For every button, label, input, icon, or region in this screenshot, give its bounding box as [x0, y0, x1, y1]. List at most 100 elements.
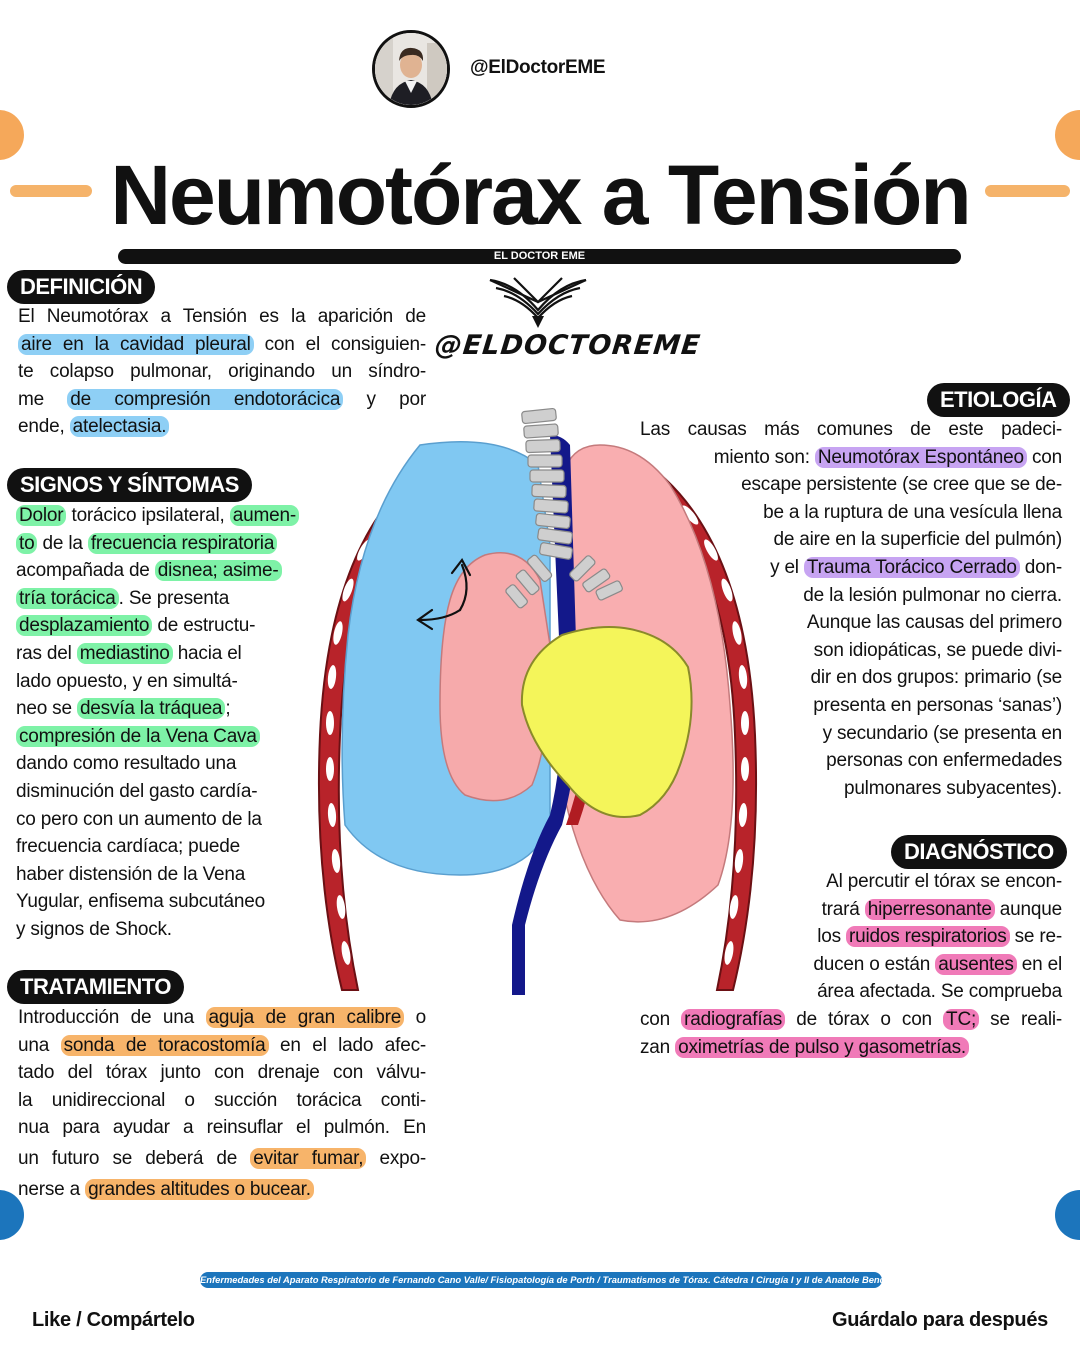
- vena-cava: [512, 435, 578, 995]
- heart: [520, 626, 693, 818]
- text-line: desplazamiento de estructu-: [16, 612, 336, 640]
- thorax-illustration: [317, 407, 758, 995]
- text-line: y el Trauma Torácico Cerrado don-: [770, 556, 1062, 578]
- text-line: los ruidos respiratorios se re-: [817, 926, 1062, 948]
- section-label-definicion: DEFINICIÓN: [7, 270, 156, 304]
- text-line: acompañada de disnea; asime-: [16, 557, 336, 585]
- text-line: to de la frecuencia respiratoria: [16, 530, 336, 558]
- text-line: co pero con un aumento de la: [16, 808, 262, 830]
- highlight: desvía la tráquea: [76, 698, 226, 720]
- expansion-arrows-icon: [416, 557, 472, 631]
- text-line: miento son: Neumotórax Espontáneo con: [713, 446, 1062, 468]
- text-line: un futuro se deberá de evitar fumar, exp…: [18, 1147, 426, 1169]
- text-line: neo se desvía la tráquea;: [16, 698, 231, 720]
- highlight: aguja de gran calibre: [205, 1007, 405, 1028]
- section-label-etiologia: ETIOLOGÍA: [927, 383, 1070, 417]
- highlight: hiperresonante: [864, 898, 995, 920]
- text-line: me de compresión endotorácica y por: [18, 388, 426, 410]
- tratamiento-text: Introducción de una aguja de gran calibr…: [18, 1004, 426, 1203]
- text-line: son idiopáticas, se puede divi-: [813, 639, 1063, 661]
- definicion-text: El Neumotórax a Tensión es la aparición …: [18, 303, 426, 441]
- highlight: ausentes: [935, 953, 1017, 975]
- like-share-text: Like / Compártelo: [32, 1309, 195, 1331]
- text-line: dir en dos grupos: primario (se: [810, 667, 1063, 689]
- highlight: tría torácica: [16, 587, 119, 609]
- text-line: nerse a grandes altitudes o bucear.: [18, 1176, 426, 1204]
- highlight: sonda de toracostomía: [60, 1034, 269, 1056]
- signos-text: Dolor torácico ipsilateral, aumen- to de…: [16, 502, 336, 944]
- text-line: tado del tórax junto con drenaje con vál…: [18, 1062, 426, 1084]
- rib-dashes: [326, 458, 749, 965]
- text-line: y signos de Shock.: [16, 918, 172, 940]
- author-handle: @ElDoctorEME: [470, 57, 606, 78]
- text-line: escape persistente (se cree que se de-: [741, 474, 1062, 496]
- text-line: Introducción de una aguja de gran calibr…: [18, 1007, 426, 1028]
- highlight: to: [16, 532, 38, 554]
- highlight: ruidos respiratorios: [845, 926, 1010, 948]
- highlight: radiografías: [681, 1008, 786, 1030]
- text-line: dando como resultado una: [16, 753, 237, 775]
- text-line: be a la ruptura de una vesícula llena: [763, 501, 1062, 523]
- title-bar-label: EL DOCTOR EME: [493, 250, 586, 262]
- save-for-later-text: Guárdalo para después: [832, 1309, 1048, 1331]
- highlight: oximetrías de pulso y gasometrías.: [675, 1036, 969, 1058]
- title-underline-bar: EL DOCTOR EME: [118, 249, 961, 264]
- text-line: haber distensión de la Vena: [16, 863, 246, 885]
- highlight: disnea; asime-: [154, 560, 282, 582]
- text-line: ducen o están ausentes en el: [813, 953, 1062, 975]
- text-line: Al percutir el tórax se encon-: [826, 871, 1062, 892]
- section-label-signos: SIGNOS Y SÍNTOMAS: [7, 468, 252, 502]
- text-line: frecuencia cardíaca; puede: [16, 836, 241, 858]
- text-line: la unidireccional o succión torácica con…: [18, 1089, 426, 1111]
- etiologia-text: Las causas más comunes de este padeci- m…: [640, 416, 1062, 802]
- text-line: zan oximetrías de pulso y gasometrías.: [640, 1034, 1062, 1062]
- avatar-person-icon: [375, 33, 447, 105]
- highlight: frecuencia respiratoria: [87, 532, 278, 554]
- text-line: te colapso pulmonar, originando un síndr…: [18, 361, 426, 383]
- highlight: Dolor: [16, 505, 67, 526]
- highlight: mediastino: [76, 642, 173, 664]
- text-line: disminución del gasto cardía-: [16, 780, 258, 802]
- references-bar: Enfermedades del Aparato Respiratorio de…: [200, 1272, 882, 1288]
- brand-handle: @ELDOCTOREME: [433, 330, 703, 361]
- text-line: pulmonares subyacentes).: [843, 777, 1062, 799]
- brand-wings-logo-icon: [489, 277, 587, 328]
- text-line: una sonda de toracostomía en el lado afe…: [18, 1034, 426, 1056]
- highlight: atelectasia.: [69, 416, 170, 438]
- text-line: El Neumotórax a Tensión es la aparición …: [18, 306, 426, 327]
- text-line: trará hiperresonante aunque: [821, 898, 1062, 920]
- text-line: aire en la cavidad pleural con el consig…: [18, 331, 426, 359]
- text-line: nua para ayudar a reinsuflar el pulmón. …: [18, 1117, 426, 1139]
- text-line: ras del mediastino hacia el: [16, 642, 242, 664]
- text-line: con radiografías de tórax o con TC; se r…: [640, 1008, 1062, 1030]
- text-line: ende, atelectasia.: [18, 413, 426, 441]
- highlight: aire en la cavidad pleural: [18, 333, 254, 355]
- highlight: TC;: [943, 1008, 980, 1030]
- section-label-tratamiento: TRATAMIENTO: [7, 970, 184, 1004]
- text-line: de aire en la superficie del pulmón): [773, 529, 1062, 551]
- section-label-diagnostico: DIAGNÓSTICO: [891, 835, 1067, 869]
- avatar: [372, 30, 450, 108]
- text-line: compresión de la Vena Cava: [16, 723, 336, 751]
- text-line: Aunque las causas del primero: [806, 612, 1062, 634]
- highlight: evitar fumar,: [250, 1147, 367, 1169]
- decor-dash-right: [985, 185, 1070, 197]
- text-line: Yugular, enfisema subcutáneo: [16, 891, 265, 913]
- highlight: compresión de la Vena Cava: [16, 725, 260, 747]
- text-line: de la lesión pulmonar no cierra.: [803, 584, 1062, 606]
- highlight: aumen-: [229, 505, 299, 526]
- diagnostico-text: Al percutir el tórax se encon- trará hip…: [640, 868, 1062, 1061]
- highlight: desplazamiento: [16, 615, 153, 637]
- highlight: grandes altitudes o bucear.: [85, 1178, 314, 1200]
- highlight: de compresión endotorácica: [67, 388, 344, 410]
- text-line: tría torácica. Se presenta: [16, 585, 336, 613]
- text-line: personas con enfermedades: [826, 750, 1062, 772]
- text-line: área afectada. Se comprueba: [817, 981, 1062, 1003]
- highlight: Neumotórax Espontáneo: [814, 446, 1027, 468]
- decor-dash-left: [10, 185, 92, 197]
- page-title: Neumotórax a Tensión: [110, 148, 971, 242]
- text-line: presenta en personas ‘sanas’): [813, 694, 1062, 716]
- text-line: Dolor torácico ipsilateral, aumen-: [16, 502, 336, 530]
- highlight: Trauma Torácico Cerrado: [803, 556, 1020, 578]
- decor-blue-circle-right: [1055, 1190, 1080, 1240]
